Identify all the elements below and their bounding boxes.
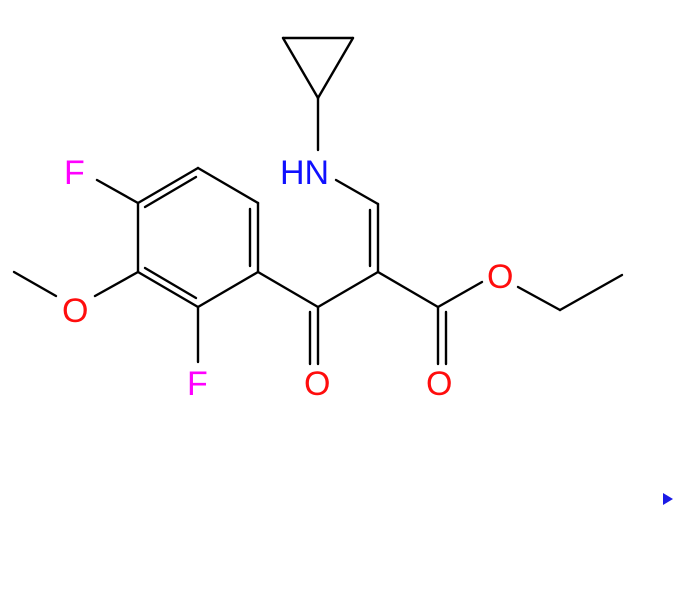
bond bbox=[95, 178, 140, 205]
bond bbox=[316, 270, 380, 309]
bond bbox=[196, 270, 260, 309]
ester-carbonyl-oxygen-label: O bbox=[426, 365, 452, 403]
triangle-right-icon bbox=[663, 493, 673, 505]
bond bbox=[143, 175, 198, 209]
fluorine-bottom-label: F bbox=[187, 365, 208, 403]
bond bbox=[136, 166, 200, 205]
bond bbox=[93, 270, 140, 298]
methoxy-oxygen-label: O bbox=[62, 292, 88, 330]
bond bbox=[376, 270, 440, 309]
ketone-oxygen-label: O bbox=[304, 365, 330, 403]
bond bbox=[136, 270, 200, 309]
ester-oxygen-label: O bbox=[487, 258, 513, 296]
bond bbox=[196, 166, 260, 205]
bond bbox=[143, 266, 198, 300]
bond bbox=[516, 285, 562, 312]
bond bbox=[316, 36, 355, 100]
bond bbox=[281, 36, 320, 100]
fluorine-top-label: F bbox=[64, 154, 85, 192]
bond-lines bbox=[12, 36, 624, 366]
amine-label: HN bbox=[280, 154, 329, 192]
bond bbox=[558, 273, 624, 312]
bond bbox=[256, 270, 320, 309]
bond bbox=[334, 178, 380, 206]
bond bbox=[12, 270, 58, 298]
bond bbox=[436, 280, 484, 309]
